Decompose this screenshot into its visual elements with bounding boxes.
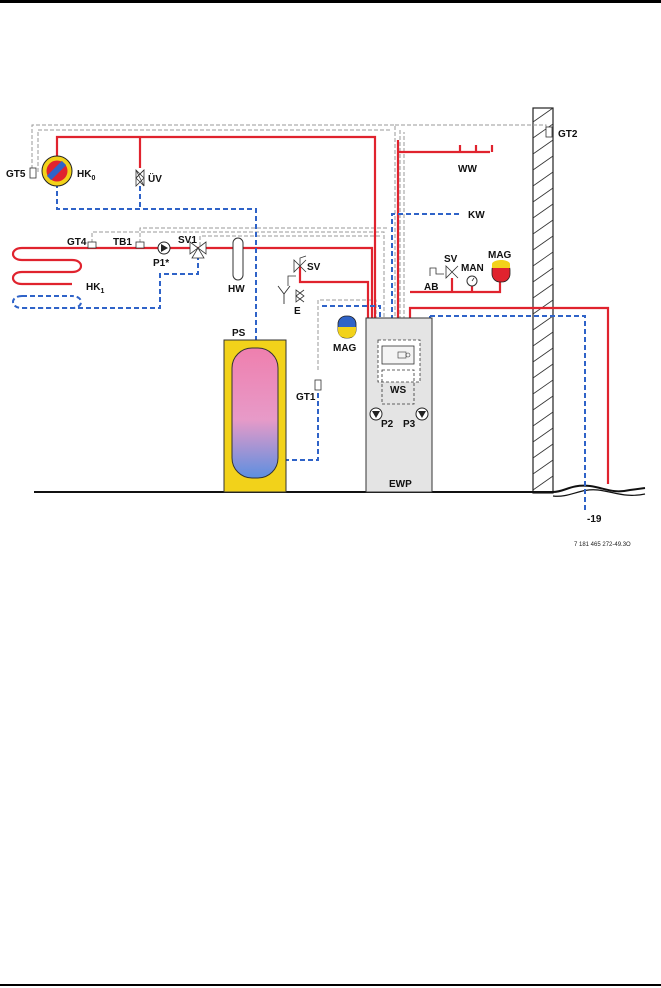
label-ab: AB: [424, 282, 438, 293]
label-ps: PS: [232, 328, 246, 339]
supply-lines: [11, 135, 610, 484]
ground-line: [34, 484, 646, 497]
label-ws: WS: [390, 385, 406, 396]
gt4-sensor-icon: [87, 241, 97, 249]
pump-p1-icon: [157, 241, 171, 255]
drain-valve-e-icon: [295, 289, 305, 303]
figure-reference: 7 181 465 272-49.3O: [574, 542, 631, 548]
label-hk0-main: HK: [77, 169, 92, 180]
heat-pump-unit: [365, 317, 433, 493]
heating-circuit-hk0-icon: [41, 155, 73, 187]
wall: [532, 107, 554, 494]
expansion-vessel-left-icon: [337, 315, 357, 339]
bottom-rule: [0, 984, 661, 986]
three-way-valve-sv1-icon: [189, 241, 207, 259]
label-hk0: HK0: [77, 169, 95, 182]
label-ewp: EWP: [389, 479, 412, 490]
tb1-sensor-icon: [135, 241, 145, 249]
overflow-valve-icon: [135, 169, 145, 187]
buffer-tank: [223, 339, 287, 493]
label-man: MAN: [461, 263, 484, 274]
gt5-sensor-icon: [29, 167, 37, 179]
label-sv-right: SV: [444, 254, 458, 265]
label-p1: P1*: [153, 258, 169, 269]
label-hk1-main: HK: [86, 282, 101, 293]
label-uv: ÜV: [148, 172, 162, 185]
label-hw: HW: [228, 284, 245, 295]
label-p2: P2: [381, 419, 394, 430]
label-gt1: GT1: [296, 392, 316, 403]
safety-valve-sv-right-icon: [429, 265, 459, 279]
pump-p2-icon: [369, 407, 383, 421]
label-gt2: GT2: [558, 129, 578, 140]
label-gt5: GT5: [6, 169, 26, 180]
label-tb1: TB1: [113, 237, 132, 248]
label-hk0-sub: 0: [91, 175, 95, 182]
gt1-sensor-icon: [314, 379, 322, 391]
pressure-gauge-man-icon: [466, 275, 478, 287]
label-minus19: -19: [587, 514, 602, 525]
control-wiring: [31, 124, 547, 370]
label-e: E: [294, 306, 301, 317]
label-kw: KW: [468, 210, 485, 221]
expansion-vessel-right-icon: [491, 260, 511, 283]
label-ww: WW: [458, 164, 477, 175]
pump-p3-icon: [415, 407, 429, 421]
label-gt4: GT4: [67, 237, 87, 248]
label-hk1-sub: 1: [100, 288, 104, 295]
label-sv: SV: [307, 262, 321, 273]
gt2-sensor-icon: [545, 126, 553, 138]
top-rule: [0, 0, 661, 3]
label-mag-left: MAG: [333, 343, 357, 354]
hydraulic-separator-hw-icon: [232, 237, 244, 281]
label-sv1: SV1: [178, 235, 197, 246]
safety-valve-icon: [277, 255, 307, 304]
label-mag-right: MAG: [488, 250, 512, 261]
label-p3: P3: [403, 419, 416, 430]
label-hk1: HK1: [86, 282, 104, 295]
